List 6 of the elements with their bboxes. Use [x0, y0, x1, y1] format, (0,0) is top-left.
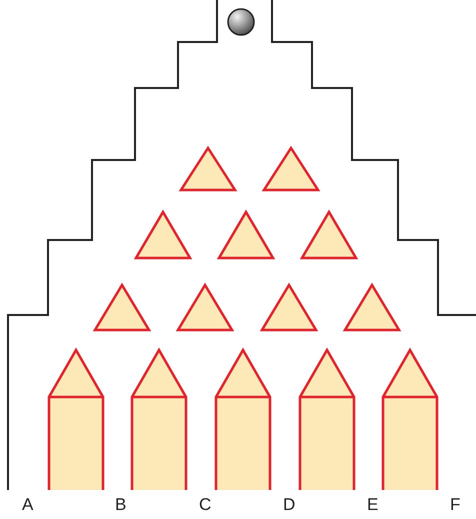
bin-label: C [199, 496, 212, 513]
bin-label: F [450, 496, 460, 513]
bin-label: B [115, 496, 126, 513]
bin-label: A [22, 496, 34, 513]
bin-label: D [283, 496, 296, 513]
bin-label: E [367, 496, 378, 513]
